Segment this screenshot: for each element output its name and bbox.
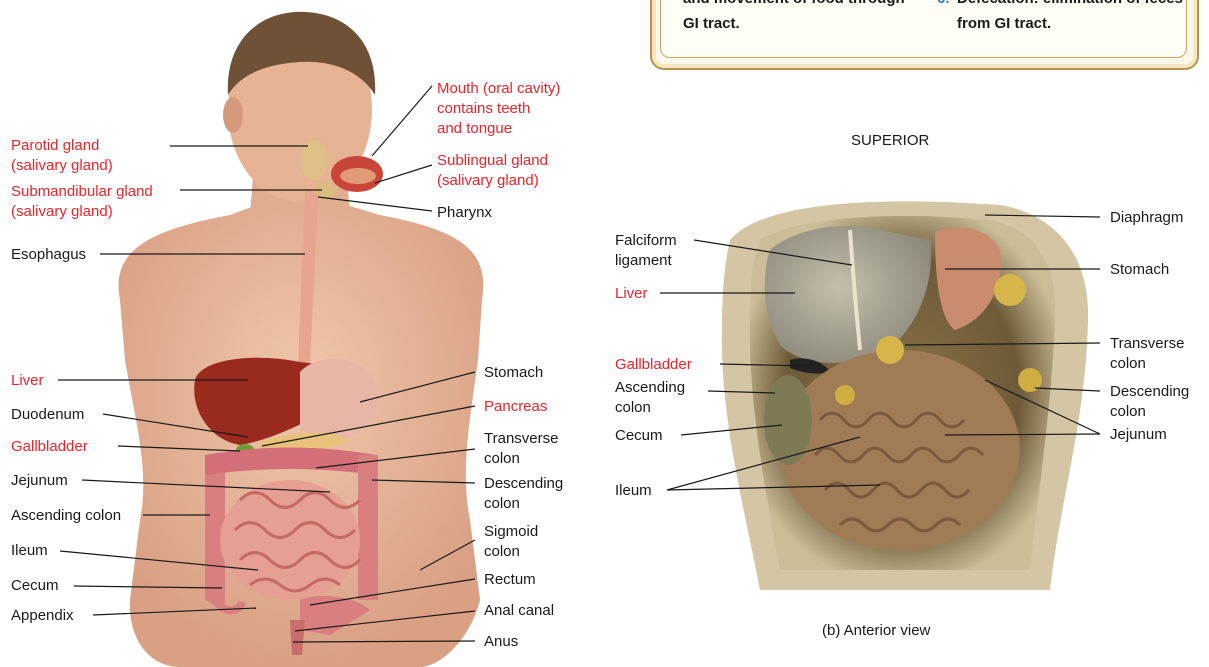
label-stomach: Stomach (484, 363, 543, 383)
label-sublingual-gland: Sublingual gland (salivary gland) (437, 151, 548, 191)
label-b-gallbladder: Gallbladder (615, 355, 692, 375)
label-b-ascending-colon: Ascending colon (615, 378, 685, 418)
summary-right-text: from GI tract. (957, 14, 1051, 34)
label-esophagus: Esophagus (11, 245, 86, 265)
label-jejunum: Jejunum (11, 471, 68, 491)
label-anal-canal: Anal canal (484, 601, 554, 621)
label-mouth: Mouth (oral cavity) contains teeth and t… (437, 79, 560, 139)
label-ascending-colon: Ascending colon (11, 506, 121, 526)
label-b-cecum: Cecum (615, 426, 663, 446)
summary-cut-left: and movement of food through (683, 0, 905, 9)
label-cecum: Cecum (11, 576, 59, 596)
label-b-ileum: Ileum (615, 481, 652, 501)
label-b-transverse-colon: Transverse colon (1110, 334, 1184, 374)
label-anus: Anus (484, 632, 518, 652)
label-pharynx: Pharynx (437, 203, 492, 223)
label-pancreas: Pancreas (484, 397, 547, 417)
cadaver-abdomen-photo (722, 201, 1088, 590)
label-submandibular-gland: Submandibular gland (salivary gland) (11, 182, 153, 222)
descending-colon-shape (358, 455, 378, 600)
label-transverse-colon: Transverse colon (484, 429, 558, 469)
label-parotid-gland: Parotid gland (salivary gland) (11, 136, 113, 176)
label-gallbladder: Gallbladder (11, 437, 88, 457)
label-b-jejunum: Jejunum (1110, 425, 1167, 445)
label-liver: Liver (11, 371, 44, 391)
label-appendix: Appendix (11, 606, 74, 626)
label-b-descending-colon: Descending colon (1110, 382, 1189, 422)
label-superior: SUPERIOR (851, 131, 929, 151)
summary-step-number: 6. (937, 0, 950, 9)
label-b-falciform-ligament: Falciform ligament (615, 231, 677, 271)
summary-cut-right: Defecation: elimination of feces (957, 0, 1183, 9)
label-b-stomach: Stomach (1110, 260, 1169, 280)
label-descending-colon: Descending colon (484, 474, 563, 514)
label-b-liver: Liver (615, 284, 648, 304)
label-duodenum: Duodenum (11, 405, 84, 425)
figure-caption: (b) Anterior view (822, 622, 930, 639)
label-rectum: Rectum (484, 570, 536, 590)
label-ileum: Ileum (11, 541, 48, 561)
label-b-diaphragm: Diaphragm (1110, 208, 1183, 228)
summary-left-text: GI tract. (683, 14, 740, 34)
label-sigmoid-colon: Sigmoid colon (484, 522, 538, 562)
photo-ascending-colon (764, 375, 812, 465)
